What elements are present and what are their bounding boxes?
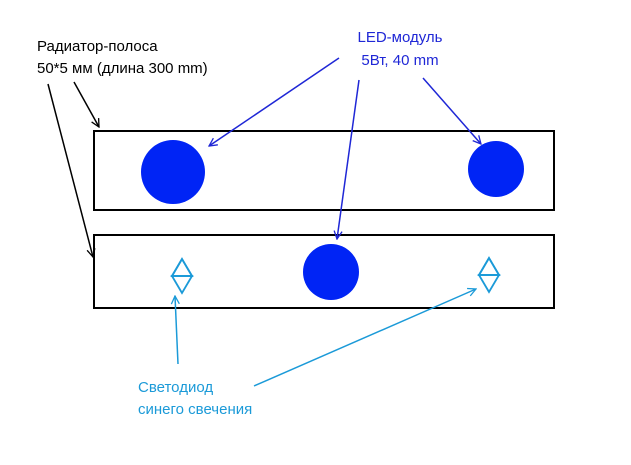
- diode-label-line2: синего свечения: [138, 401, 253, 418]
- arrow-led-top-left: [209, 57, 340, 146]
- arrow-radiator-bottom: [47, 83, 93, 257]
- led-module-label-line1: LED-модуль: [357, 29, 443, 46]
- led-module-top-left: [141, 140, 205, 204]
- arrow-diode-left: [175, 296, 178, 365]
- arrow-radiator-top: [73, 81, 99, 127]
- led-module-bottom-center: [303, 244, 359, 300]
- radiator-label-line1: Радиатор-полоса: [37, 38, 158, 55]
- arrow-led-bottom-center: [337, 79, 360, 239]
- led-module-top-right: [468, 141, 524, 197]
- blue-diode-star-left-icon: [170, 257, 194, 295]
- arrow-diode-right: [253, 289, 476, 387]
- blue-diode-star-right-icon: [477, 256, 501, 294]
- led-module-label-line2: 5Вт, 40 mm: [361, 52, 439, 69]
- radiator-label-line2: 50*5 мм (длина 300 mm): [37, 60, 208, 77]
- diode-label-line1: Светодиод: [138, 379, 214, 396]
- arrow-led-top-right: [422, 77, 481, 144]
